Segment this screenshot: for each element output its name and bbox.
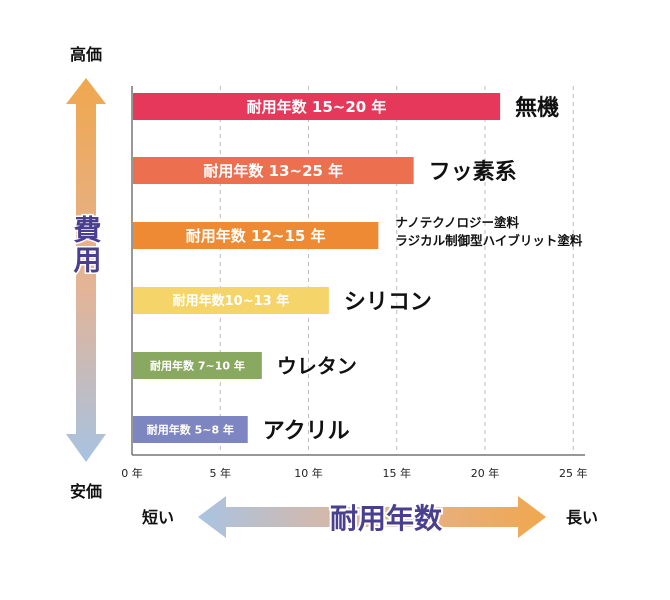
bar-label: 耐用年数 13~25 年 xyxy=(203,162,343,180)
cost-arrow-icon xyxy=(66,78,106,462)
category-label: 無機 xyxy=(515,95,559,121)
x-axis-title: 耐用年数 xyxy=(330,502,443,535)
bar xyxy=(133,287,329,314)
category-label: アクリル xyxy=(263,419,350,444)
x-tick-label: 0 年 xyxy=(121,466,143,480)
grid-lines xyxy=(219,86,574,455)
duration-arrow-icon xyxy=(198,496,546,538)
bar-label: 耐用年数 7~10 年 xyxy=(150,358,245,372)
category-label: ナノテクノロジー塗料 xyxy=(395,215,519,230)
x-axis-short-label: 短い xyxy=(142,508,174,527)
bar xyxy=(133,416,248,443)
category-label: シリコン xyxy=(344,290,432,315)
bar-row: 耐用年数 5~8 年 アクリル xyxy=(133,416,350,444)
bar xyxy=(133,352,262,379)
bar-label: 耐用年数10~13 年 xyxy=(173,293,290,309)
category-label: フッ素系 xyxy=(429,159,517,185)
category-label: ウレタン xyxy=(277,354,357,378)
y-axis-high-label: 高価 xyxy=(70,45,102,64)
bar xyxy=(133,93,501,120)
y-axis-title: 費用 xyxy=(70,215,103,275)
category-label: ラジカル制御型ハイブリット塗料 xyxy=(395,233,583,248)
x-axis-long-label: 長い xyxy=(566,508,598,527)
x-tick-label: 20 年 xyxy=(471,466,500,480)
bar xyxy=(133,222,379,249)
bar-label: 耐用年数 5~8 年 xyxy=(147,422,234,436)
bar-row: 耐用年数10~13 年 シリコン xyxy=(133,287,432,315)
bar xyxy=(133,157,414,184)
x-tick-label: 25 年 xyxy=(559,466,588,480)
bar-row: 耐用年数 15~20 年 無機 xyxy=(133,93,559,121)
bar-row: 耐用年数 7~10 年 ウレタン xyxy=(133,352,357,379)
y-axis-low-label: 安価 xyxy=(70,482,102,501)
x-tick-label: 5 年 xyxy=(210,466,232,480)
bar-label: 耐用年数 15~20 年 xyxy=(247,98,387,116)
bar-row: 耐用年数 13~25 年 フッ素系 xyxy=(133,157,517,185)
bar-label: 耐用年数 12~15 年 xyxy=(186,227,326,245)
x-tick-labels: 0 年 5 年 10 年 15 年 20 年 25 年 xyxy=(121,466,587,480)
x-tick-label: 10 年 xyxy=(294,466,323,480)
x-tick-label: 15 年 xyxy=(383,466,412,480)
